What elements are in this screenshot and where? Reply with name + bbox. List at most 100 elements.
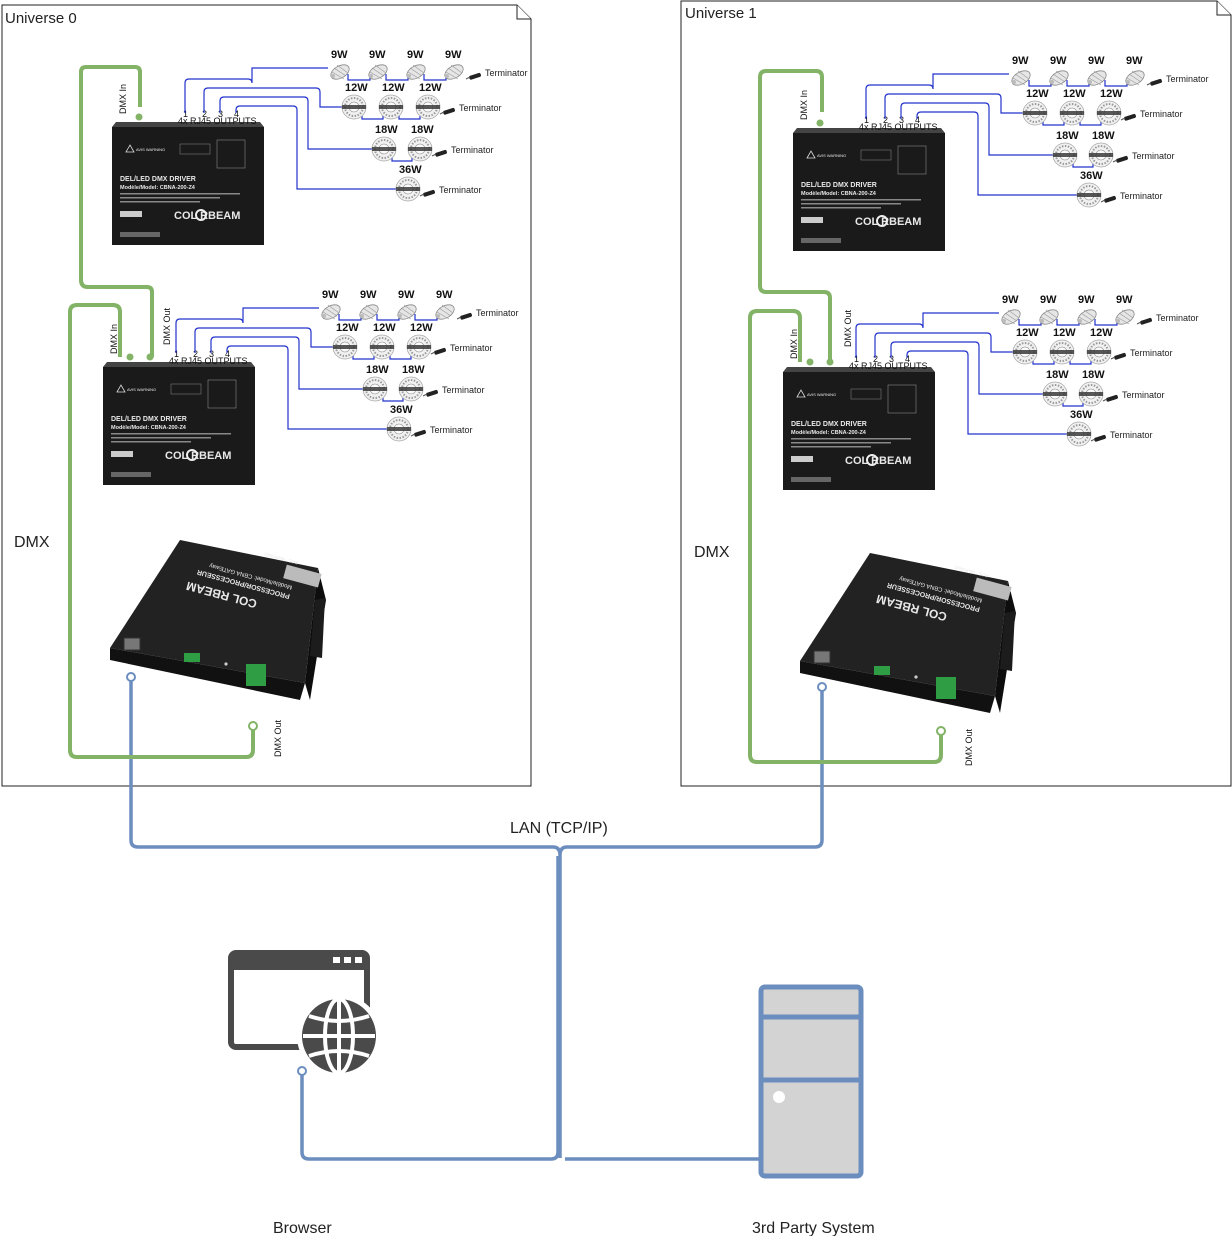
colorbeam-logo-ring (186, 449, 198, 461)
terminator-label: Terminator (476, 308, 519, 318)
rj45-cable (855, 312, 999, 358)
downlight-fixture-icon (371, 136, 397, 162)
driver-wiring-sketch (170, 383, 202, 395)
browser-globe-icon[interactable] (228, 950, 381, 1078)
dmx-in-label: DMX In (789, 329, 799, 359)
driver-spec-line (120, 193, 240, 195)
colorbeam-logo-ring (866, 454, 878, 466)
rj45-port-number: 3 (209, 349, 214, 359)
driver-label-sticker (801, 217, 823, 223)
processor-front (110, 648, 305, 700)
rj45-outputs-label: 4x RJ45 OUTPUTS (859, 122, 938, 132)
driver-wiring-sketch (179, 143, 211, 155)
dmx-out-port[interactable] (146, 353, 154, 361)
driver-wiring-sketch (860, 149, 892, 161)
downlight-fixture-icon (1059, 100, 1085, 126)
fixture-row-36w: 36W Terminator (235, 105, 482, 202)
fixture-wattage: 18W (1092, 130, 1115, 142)
rj45-port-number: 2 (193, 349, 198, 359)
terminator-label: Terminator (439, 185, 482, 195)
dmx-processor-gateway[interactable]: COL RBEAMPROCESSOR/PROCESSEURModèle/Mode… (800, 547, 1016, 713)
dmx-out-port[interactable] (826, 358, 834, 366)
dmx-in-port[interactable] (126, 353, 134, 361)
processor-dmx-out-port[interactable] (936, 726, 946, 736)
terminator-label: Terminator (442, 385, 485, 395)
fixture-wattage: 36W (390, 404, 413, 416)
warning-icon (796, 389, 806, 398)
fixture-wattage: 12W (419, 82, 442, 94)
universe-1-contents: COL RBEAMPROCESSOR/PROCESSEURModèle/Mode… (694, 55, 1209, 766)
rj45-port-number: 4 (225, 349, 230, 359)
terminator-label: Terminator (1130, 348, 1173, 358)
dmx-in-port[interactable] (806, 358, 814, 366)
driver-top-edge (783, 367, 935, 372)
rj45-port-number: 4 (234, 109, 239, 119)
mounting-flange (1000, 611, 1015, 671)
fixture-wattage: 36W (1080, 170, 1103, 182)
rj45-cable (906, 350, 1067, 435)
processor-top (800, 553, 1008, 696)
terminator-label: Terminator (451, 145, 494, 155)
downlight-fixture-icon (1086, 339, 1112, 365)
server-tower-icon[interactable] (758, 984, 864, 1179)
dmx-bus-label: DMX (14, 534, 50, 551)
terminator-label: Terminator (1156, 313, 1199, 323)
rj45-cable (175, 307, 319, 353)
browser-label: Browser (273, 1220, 332, 1236)
certification-marks (801, 238, 841, 243)
rj45-cable (916, 111, 1077, 196)
ethernet-port[interactable] (813, 650, 831, 664)
fixture-wattage: 12W (1090, 327, 1113, 339)
fixture-wattage: 9W (436, 289, 453, 301)
dmx-in-port[interactable] (135, 113, 143, 121)
fixture-wattage: 36W (399, 164, 422, 176)
downlight-fixture-icon (407, 136, 433, 162)
processor-front (800, 661, 995, 713)
rj45-cable (235, 105, 396, 190)
fixture-wattage: 9W (331, 49, 348, 61)
terminator-label: Terminator (485, 68, 528, 78)
driver-label-sticker (111, 451, 133, 457)
rj45-port-number: 1 (864, 115, 869, 125)
dmx-cable (68, 303, 255, 759)
warning-icon (806, 150, 816, 159)
ethernet-port[interactable] (123, 637, 141, 651)
downlight-fixture-icon (1049, 339, 1075, 365)
fixture-wattage: 9W (1078, 294, 1095, 306)
rj45-outputs-label: 4x RJ45 OUTPUTS (178, 116, 257, 126)
processor-lan-port[interactable] (817, 682, 827, 692)
downlight-fixture-icon (362, 376, 388, 402)
downlight-fixture-icon (386, 416, 412, 442)
mounting-flange (310, 598, 325, 658)
terminator-label: Terminator (450, 343, 493, 353)
processor-dmx-out-port[interactable] (248, 721, 258, 731)
rj45-port-number: 2 (873, 354, 878, 364)
terminator-label: Terminator (1132, 151, 1175, 161)
fixture-wattage: 12W (1053, 327, 1076, 339)
downlight-fixture-icon (1096, 100, 1122, 126)
dmx-cable (748, 309, 943, 764)
dmx-terminal-block (246, 664, 266, 686)
fixture-wattage: 18W (1046, 369, 1069, 381)
rj45-port-number: 4 (915, 115, 920, 125)
driver-model: Modèle/Model: CBNA-200-Z4 (120, 185, 196, 191)
processor-lan-port[interactable] (126, 672, 136, 682)
rj45-outputs-label: 4x RJ45 OUTPUTS (849, 361, 928, 371)
lan-connections: LAN (TCP/IP) (129, 677, 824, 1161)
dmx-processor-gateway[interactable]: COL RBEAMPROCESSOR/PROCESSEURModèle/Mode… (110, 534, 326, 700)
rj45-cable (874, 332, 1013, 358)
downlight-fixture-icon (369, 334, 395, 360)
universe-1-title: Universe 1 (685, 5, 757, 22)
driver-spec-line (111, 433, 231, 435)
downlight-fixture-icon (406, 334, 432, 360)
dmx-in-port[interactable] (816, 119, 824, 127)
